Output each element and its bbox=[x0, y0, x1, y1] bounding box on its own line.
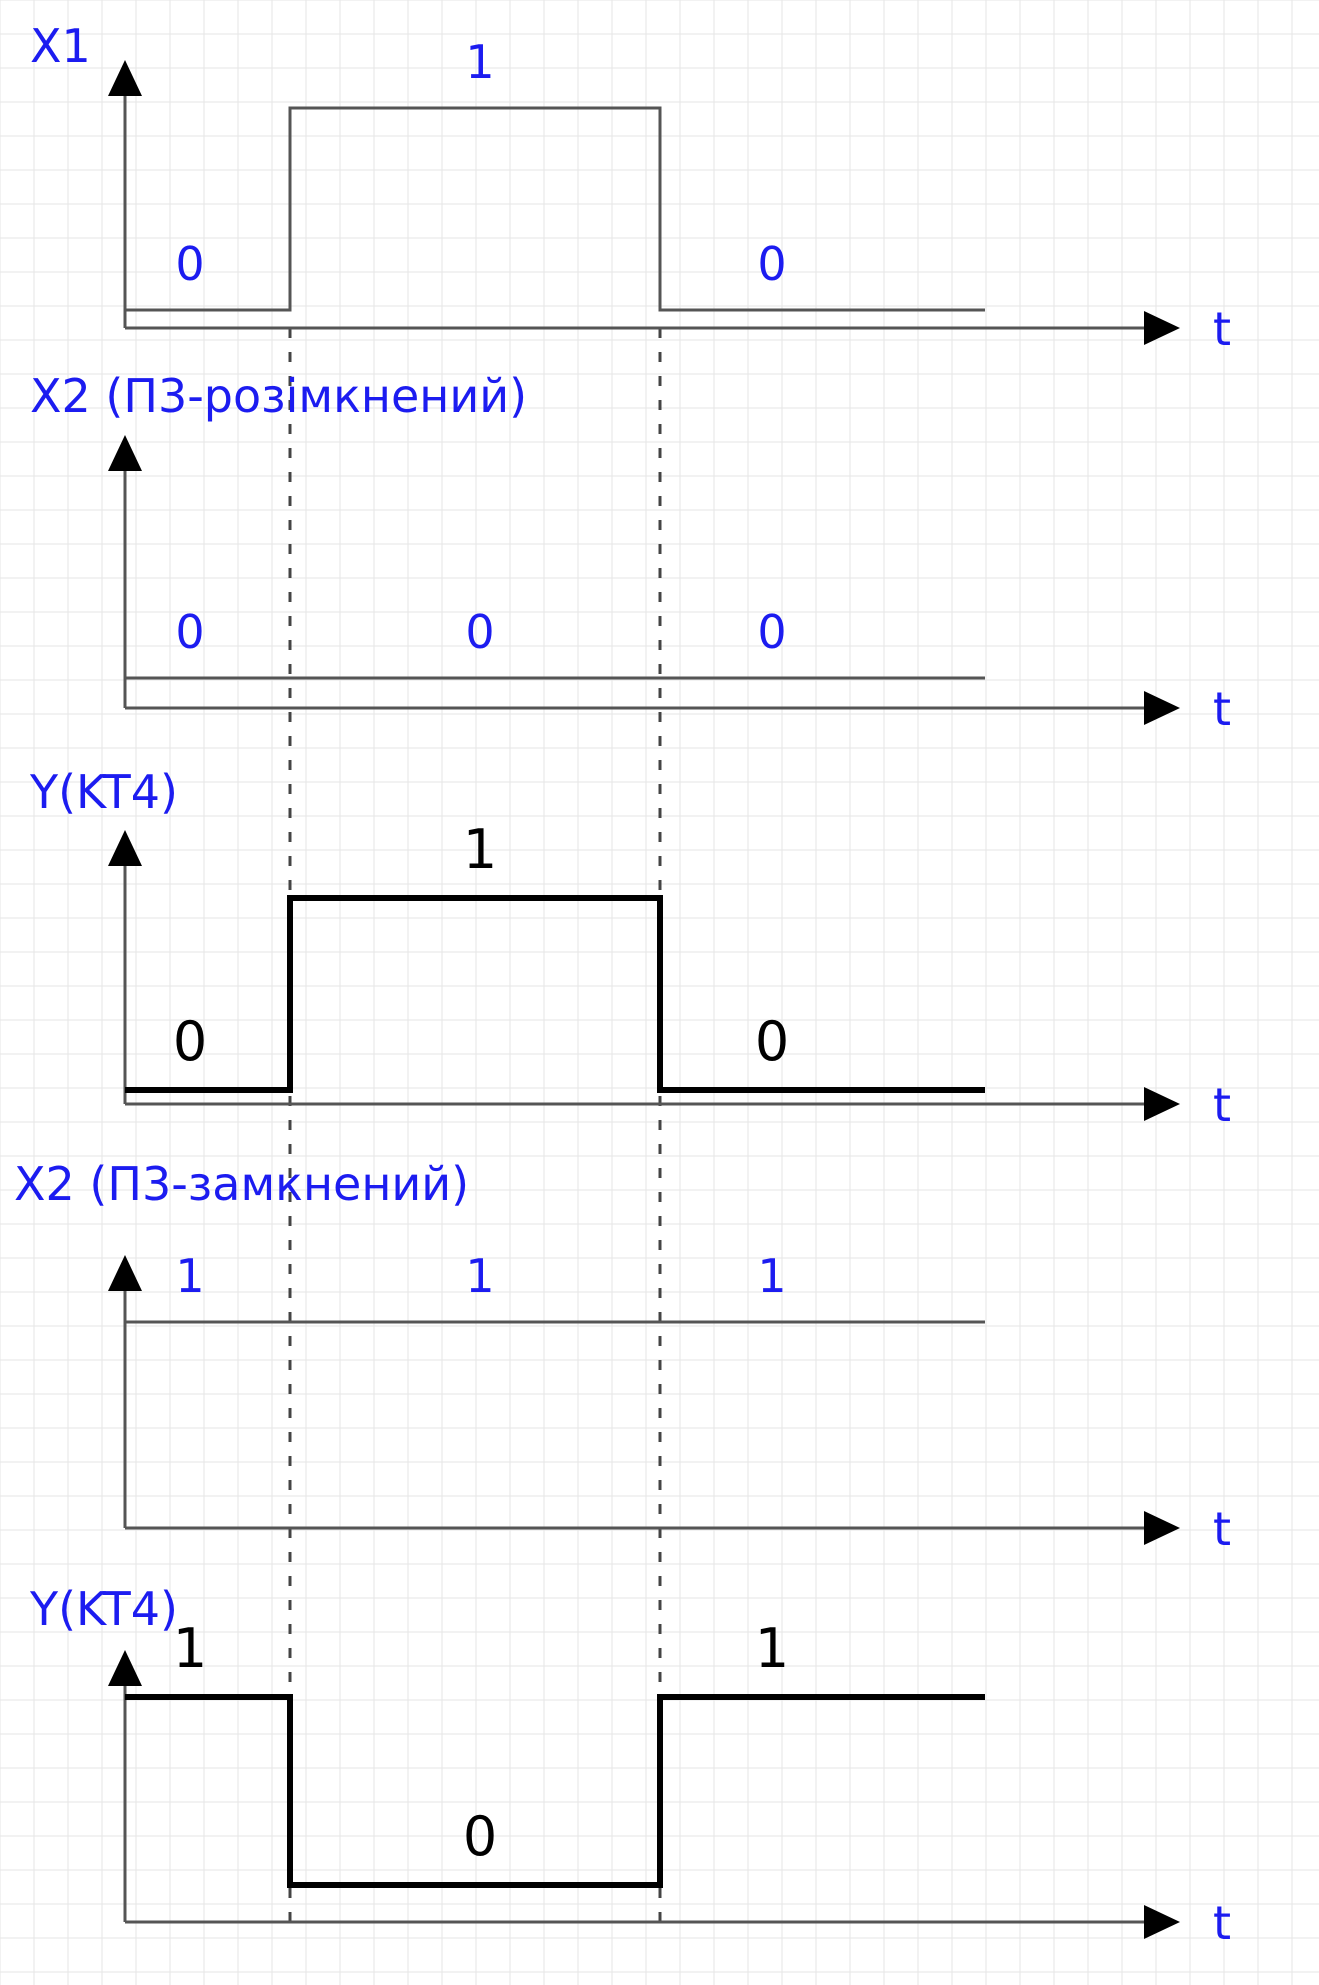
panel-y-kt4-2: Y(KT4) t 1 0 1 bbox=[29, 1582, 1231, 1950]
transition-guides bbox=[288, 328, 662, 1935]
time-axis-arrow-icon bbox=[1144, 1905, 1180, 1939]
level-label: 1 bbox=[173, 1617, 207, 1680]
level-label: 0 bbox=[757, 605, 786, 659]
level-label: 0 bbox=[757, 237, 786, 291]
level-label: 0 bbox=[465, 605, 494, 659]
level-label: 0 bbox=[175, 237, 204, 291]
time-axis-label: t bbox=[1213, 302, 1231, 356]
signal-waveform bbox=[125, 895, 985, 1093]
time-axis-label: t bbox=[1213, 1502, 1231, 1556]
level-label: 1 bbox=[465, 1249, 494, 1303]
time-axis-arrow-icon bbox=[1144, 311, 1180, 345]
level-label: 0 bbox=[173, 1010, 207, 1073]
level-label: 1 bbox=[175, 1249, 204, 1303]
y-axis-arrow-icon bbox=[108, 830, 142, 866]
panel-title: Y(KT4) bbox=[29, 765, 178, 819]
panel-x1: X1 t 0 1 0 bbox=[30, 19, 1231, 356]
panel-title: Y(KT4) bbox=[29, 1582, 178, 1636]
signal-waveform bbox=[125, 1694, 985, 1888]
time-axis-arrow-icon bbox=[1144, 1511, 1180, 1545]
panel-x2-closed: X2 (П3-замкнений) t 1 1 1 bbox=[14, 1157, 1231, 1556]
level-label: 0 bbox=[463, 1805, 497, 1868]
level-label: 1 bbox=[465, 35, 494, 89]
y-axis-arrow-icon bbox=[108, 1255, 142, 1291]
panel-title: X2 (П3-замкнений) bbox=[14, 1157, 469, 1211]
time-axis-arrow-icon bbox=[1144, 691, 1180, 725]
time-axis-arrow-icon bbox=[1144, 1087, 1180, 1121]
panel-x2-open: X2 (П3-розімкнений) t 0 0 0 bbox=[30, 369, 1231, 736]
level-label: 1 bbox=[463, 818, 497, 881]
panel-title: X2 (П3-розімкнений) bbox=[30, 369, 527, 423]
y-axis-arrow-icon bbox=[108, 1650, 142, 1686]
level-label: 1 bbox=[757, 1249, 786, 1303]
level-label: 1 bbox=[755, 1617, 789, 1680]
time-axis-label: t bbox=[1213, 682, 1231, 736]
signal-waveform bbox=[125, 106, 985, 312]
time-axis-label: t bbox=[1213, 1896, 1231, 1950]
panel-y-kt4-1: Y(KT4) t 0 1 0 bbox=[29, 765, 1231, 1132]
y-axis-arrow-icon bbox=[108, 435, 142, 471]
level-label: 0 bbox=[755, 1010, 789, 1073]
y-axis-arrow-icon bbox=[108, 60, 142, 96]
level-label: 0 bbox=[175, 605, 204, 659]
time-axis-label: t bbox=[1213, 1078, 1231, 1132]
panel-title: X1 bbox=[30, 19, 91, 73]
